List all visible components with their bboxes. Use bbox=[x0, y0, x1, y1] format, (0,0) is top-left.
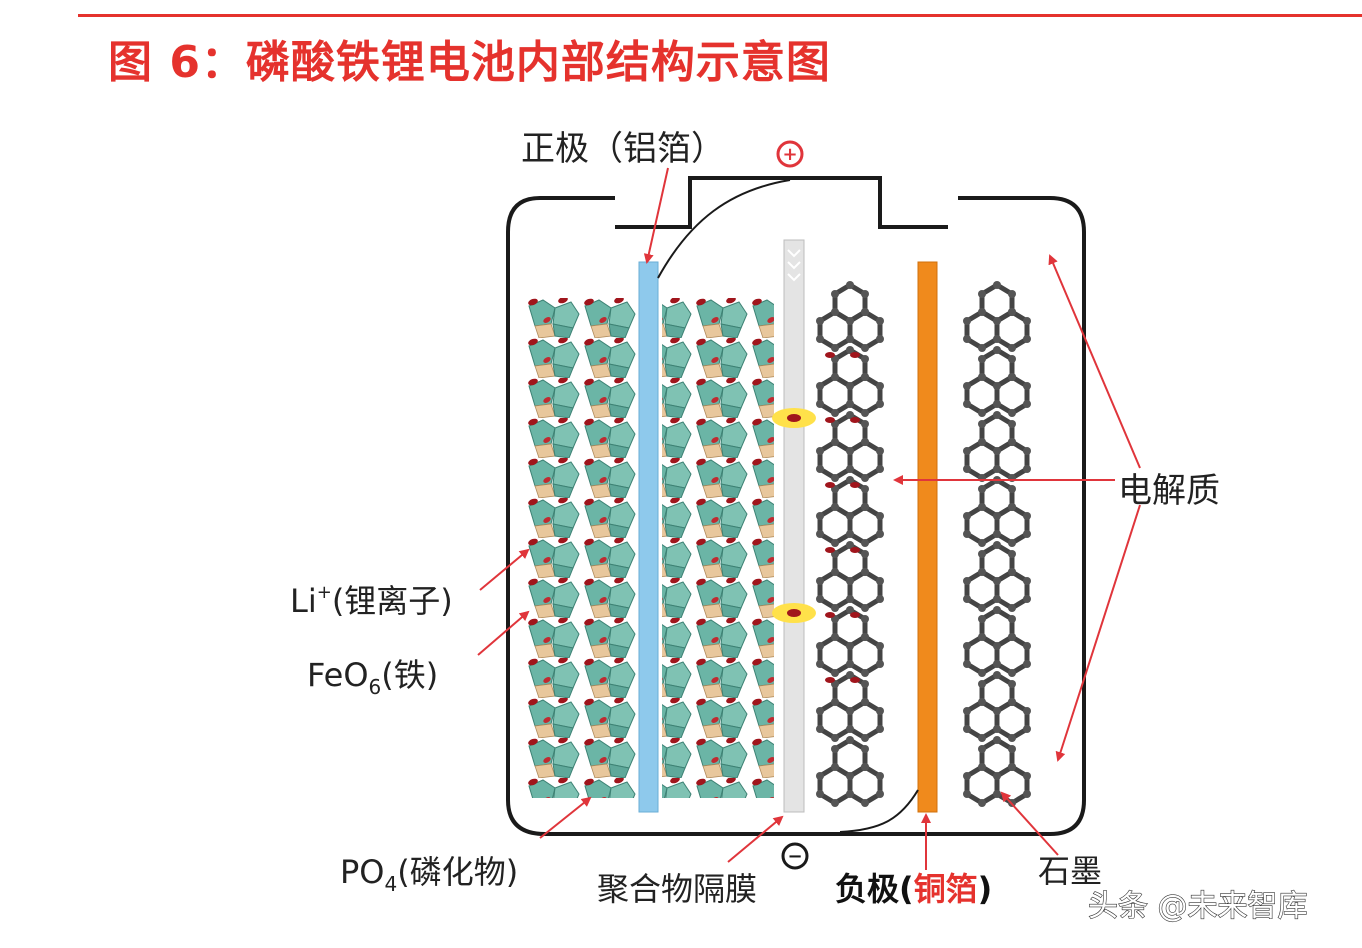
label-po4: PO4(磷化物) bbox=[340, 853, 518, 896]
copper-foil bbox=[917, 261, 938, 813]
arrow-electrolyte-bottom bbox=[1055, 504, 1141, 762]
lithium-ion-transit bbox=[772, 408, 816, 623]
watermark: 头条 @未来智库 bbox=[1088, 889, 1308, 924]
graphite-outer-column bbox=[963, 281, 1031, 807]
negative-lead-wire bbox=[839, 789, 919, 833]
label-lithium-ion: Li+(锂离子) bbox=[290, 582, 453, 620]
polymer-separator bbox=[783, 239, 805, 813]
arrow-electrolyte-top bbox=[1048, 254, 1141, 469]
label-separator: 聚合物隔膜 bbox=[597, 870, 757, 908]
figure-title: 图 6：磷酸铁锂电池内部结构示意图 bbox=[108, 37, 831, 88]
positive-terminal-icon: + bbox=[776, 140, 804, 168]
graphite-inner-column bbox=[816, 281, 884, 807]
label-positive-electrode: 正极（铝箔） bbox=[521, 129, 725, 169]
label-electrolyte: 电解质 bbox=[1118, 471, 1220, 511]
cathode-crystal-left bbox=[525, 298, 637, 798]
arrow-lithium-ion bbox=[479, 548, 530, 591]
arrow-po4 bbox=[539, 796, 592, 839]
positive-lead-wire bbox=[657, 179, 791, 279]
intercalated-lithium-ions bbox=[825, 352, 860, 683]
label-graphite: 石墨 bbox=[1038, 852, 1102, 890]
label-negative-electrode: 负极(铜箔) bbox=[835, 870, 992, 908]
label-feo6: FeO6(铁) bbox=[307, 656, 438, 699]
negative-terminal-icon: − bbox=[781, 842, 809, 870]
terminal-cap bbox=[615, 176, 948, 229]
arrow-positive-foil bbox=[643, 167, 669, 264]
svg-text:+: + bbox=[782, 144, 797, 165]
title-rule bbox=[78, 14, 1362, 17]
svg-text:−: − bbox=[787, 846, 802, 867]
cathode-crystal-right bbox=[662, 298, 774, 798]
arrow-graphite bbox=[1000, 791, 1059, 856]
arrow-feo6 bbox=[477, 610, 530, 656]
arrow-separator bbox=[727, 815, 784, 863]
aluminum-foil bbox=[638, 261, 659, 813]
